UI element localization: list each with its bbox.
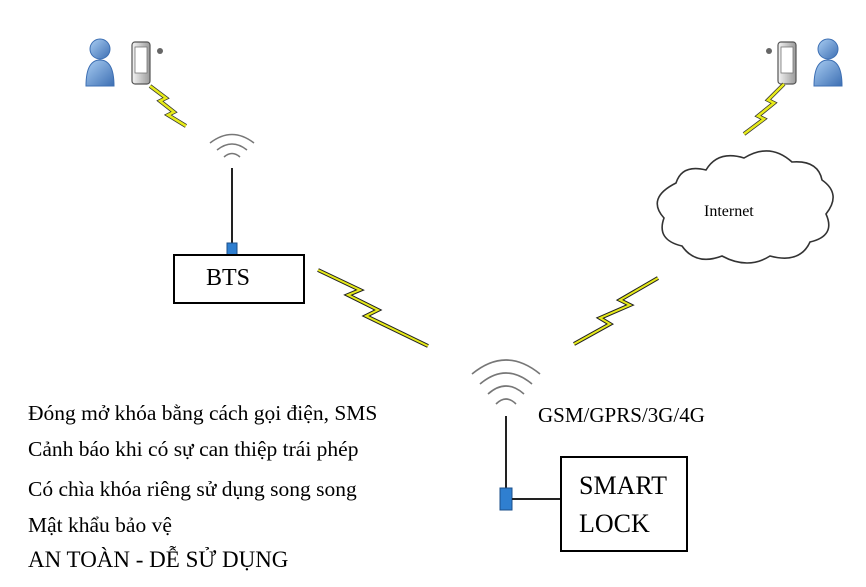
- device-antenna-icon: [499, 416, 560, 511]
- smart-lock-box: SMART LOCK: [560, 456, 688, 552]
- bts-signal-waves-icon: [209, 133, 255, 158]
- left-phone-icon: [131, 41, 163, 85]
- feature-item: Có chìa khóa riêng sử dụng song song: [28, 477, 357, 501]
- network-type-label: GSM/GPRS/3G/4G: [538, 403, 705, 427]
- smart-lock-label-line2: LOCK: [579, 509, 650, 538]
- bts-label: BTS: [206, 265, 251, 291]
- internet-cloud-icon: [656, 150, 834, 264]
- internet-link-lightning-icon: [573, 276, 660, 346]
- internet-label: Internet: [704, 203, 754, 220]
- right-lightning-icon: [742, 82, 786, 136]
- bts-link-lightning-icon: [317, 268, 429, 348]
- device-signal-waves-icon: [471, 359, 541, 405]
- feature-item: Cảnh báo khi có sự can thiệp trái phép: [28, 437, 359, 461]
- feature-slogan: AN TOÀN - DỄ SỬ DỤNG: [28, 547, 289, 572]
- bts-antenna-icon: [226, 168, 238, 257]
- right-phone-icon: [766, 41, 797, 85]
- feature-item: Mật khẩu bảo vệ: [28, 513, 172, 537]
- left-user-icon: [85, 38, 115, 87]
- bts-box: BTS: [173, 254, 305, 304]
- smart-lock-label-line1: SMART: [579, 471, 668, 500]
- right-user-icon: [813, 38, 843, 87]
- left-lightning-icon: [148, 84, 188, 128]
- feature-item: Đóng mở khóa bằng cách gọi điện, SMS: [28, 401, 378, 425]
